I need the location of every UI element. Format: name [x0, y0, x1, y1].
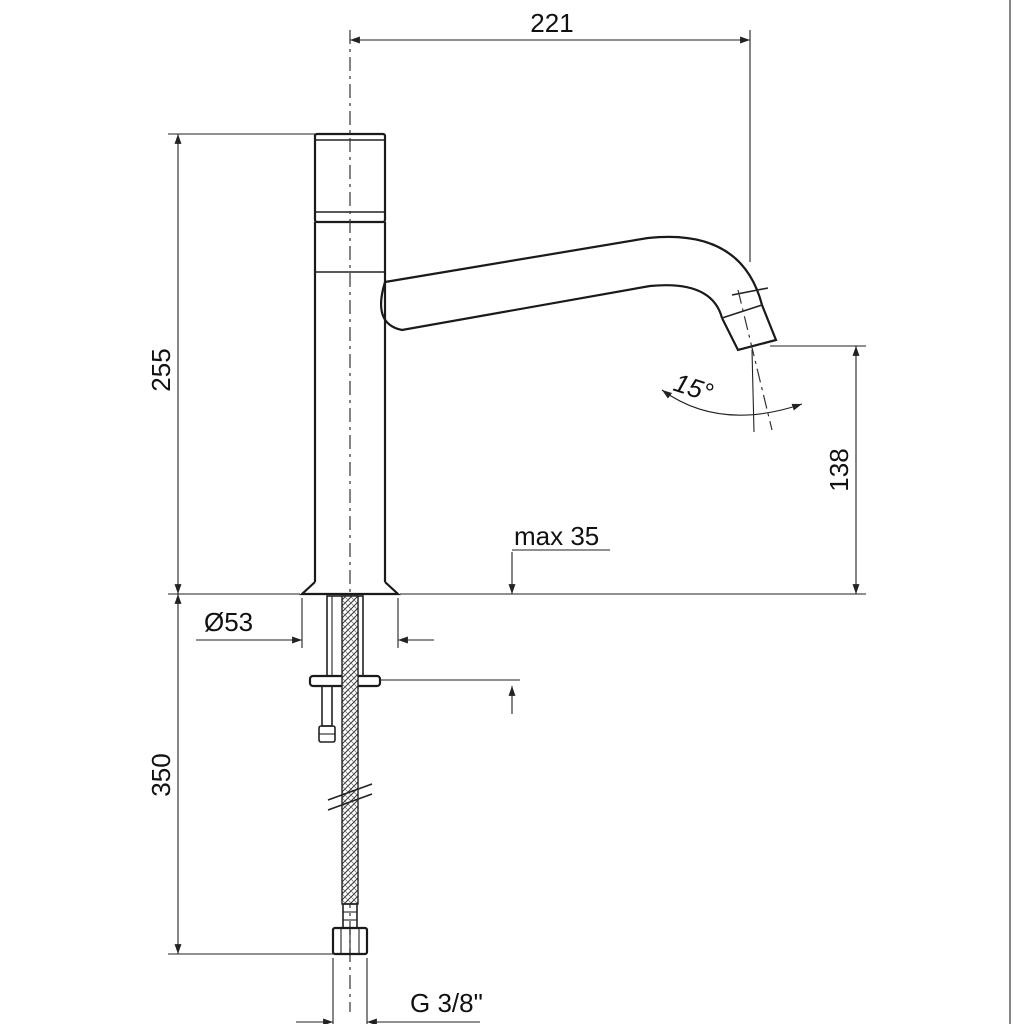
- angle-aerator-tilt: 15°: [661, 349, 803, 433]
- dimension-connection-thread: G 3/8": [296, 958, 483, 1024]
- dimension-base-diameter: Ø53: [196, 598, 434, 648]
- base-diameter-label: Ø53: [204, 607, 253, 637]
- angle-label: 15°: [670, 367, 717, 408]
- spout-reach-label: 221: [530, 8, 573, 38]
- dimension-spout-reach: 221: [350, 8, 751, 262]
- body-height-label: 255: [146, 348, 176, 391]
- aerator-axis: [737, 289, 773, 431]
- spout-height-label: 138: [824, 448, 854, 491]
- connection-thread-label: G 3/8": [410, 988, 483, 1018]
- dimension-deck-thickness: max 35: [380, 521, 610, 714]
- under-deck-assembly: [308, 595, 382, 956]
- dimension-hose-length: 350: [146, 594, 336, 955]
- hose-length-label: 350: [146, 753, 176, 796]
- deck-thickness-label: max 35: [514, 521, 599, 551]
- dimension-body-height: 255: [146, 133, 315, 595]
- dimension-spout-height: 138: [400, 345, 866, 595]
- braided-hose: [341, 595, 359, 905]
- faucet-spout: [380, 235, 778, 352]
